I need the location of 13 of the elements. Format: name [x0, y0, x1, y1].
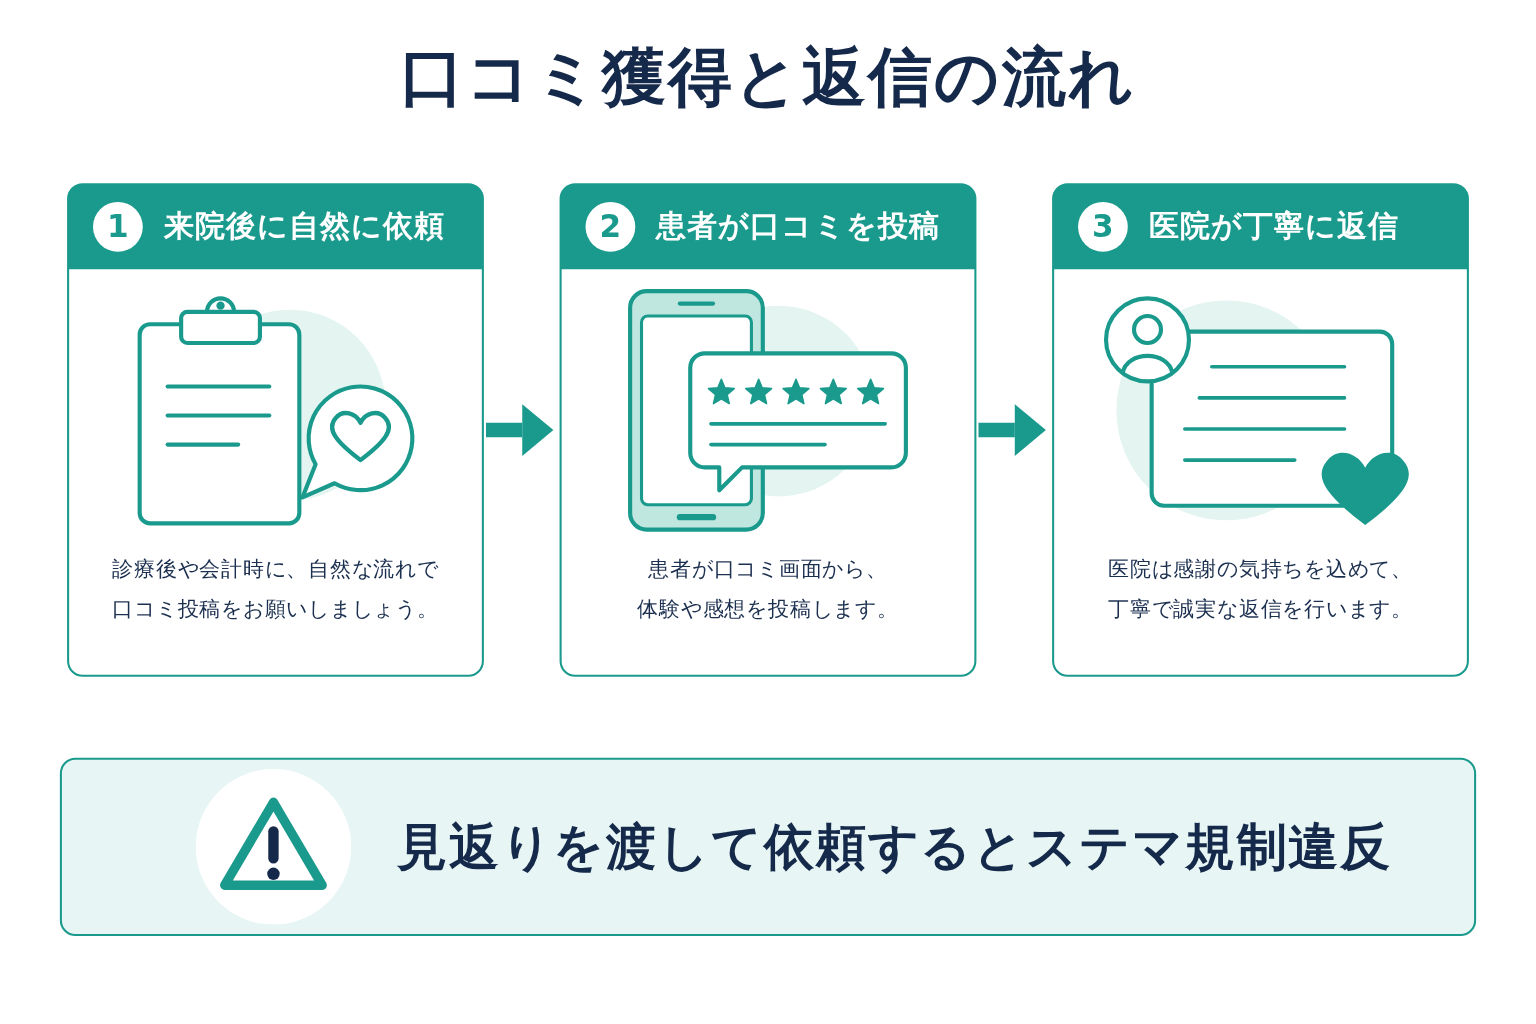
- page-title: 口コミ獲得と返信の流れ: [400, 39, 1136, 116]
- step-title: 医院が丁寧に返信: [1148, 207, 1400, 246]
- arrow: [978, 404, 1046, 456]
- step-description: 診療後や会計時に、自然な流れで口コミ投稿をお願いしましょう。: [111, 555, 440, 623]
- step-title: 患者が口コミを投稿: [656, 207, 941, 246]
- step-description: 患者が口コミ画面から、体験や感想を投稿します。: [636, 555, 900, 623]
- step-title: 来院後に自然に依頼: [163, 207, 446, 246]
- arrow: [485, 404, 554, 456]
- step-number: 1: [93, 201, 143, 252]
- step-description: 医院は感謝の気持ちを込めて、丁寧で誠実な返信を行います。: [1107, 555, 1414, 623]
- warning-text: 見返りを渡して依頼するとステマ規制違反: [396, 816, 1393, 878]
- step-number: 3: [1078, 201, 1128, 252]
- step-number: 2: [585, 201, 636, 252]
